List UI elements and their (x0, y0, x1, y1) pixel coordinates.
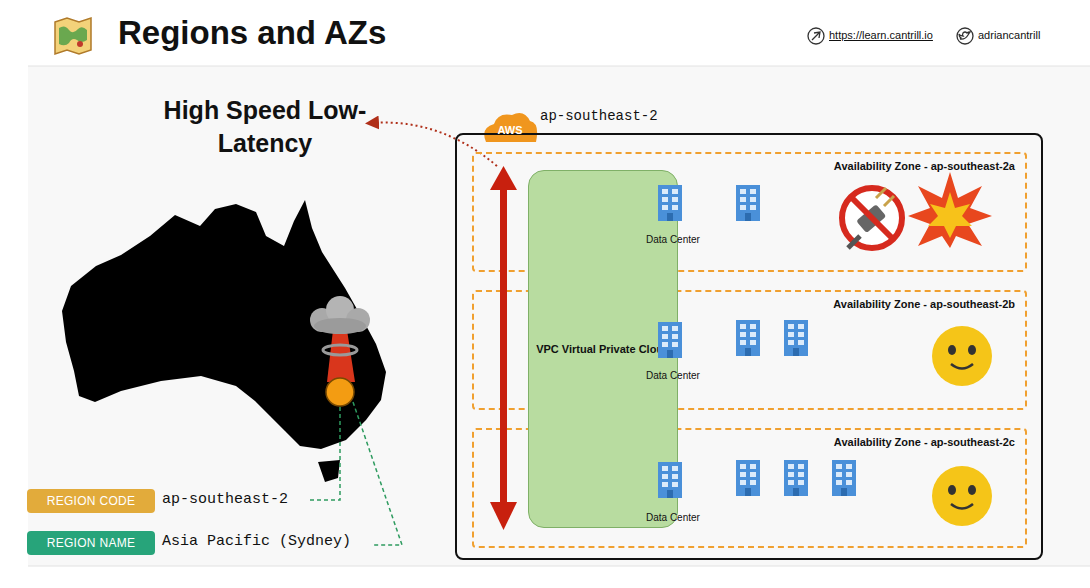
slide-title: Regions and AZs (118, 14, 386, 52)
pill-label: REGION NAME (47, 536, 136, 550)
data-center-label: Data Center (646, 512, 700, 523)
latency-arrow (490, 166, 517, 530)
map-icon (55, 18, 91, 54)
aws-badge-text: AWS (487, 124, 533, 136)
region-dot (326, 378, 354, 406)
callout-arrow (372, 123, 497, 166)
eruption-icon (310, 296, 370, 382)
happy-face (932, 326, 992, 386)
australia-map (62, 200, 386, 482)
region-name-pill: REGION NAME (27, 531, 155, 555)
leader-line (308, 407, 340, 500)
az-label: Availability Zone - ap-southeast-2a (834, 160, 1015, 172)
az-label: Availability Zone - ap-southeast-2b (833, 298, 1015, 310)
aws-badge (484, 113, 537, 142)
twitter-icon (957, 28, 973, 44)
footer-rule (28, 566, 1090, 567)
region-name-value: Asia Pacific (Sydney) (162, 533, 351, 550)
header-rule (28, 66, 1090, 67)
region-code-pill: REGION CODE (27, 489, 155, 513)
pill-label: REGION CODE (47, 494, 136, 508)
region-label: ap-southeast-2 (540, 108, 658, 124)
power-failure-icon (842, 188, 902, 248)
course-link: https://learn.cantrill.io (829, 29, 933, 41)
header-band (0, 0, 1090, 66)
data-center-label: Data Center (646, 370, 700, 381)
author-handle: adriancantrill (978, 29, 1040, 41)
region-code-value: ap-southeast-2 (162, 491, 288, 508)
data-center-icons (658, 185, 856, 498)
az-label: Availability Zone - ap-southeast-2c (834, 436, 1015, 448)
callout-text: High Speed Low-Latency (158, 94, 372, 160)
data-center-label: Data Center (646, 234, 700, 245)
region-box: ap-southeast-2Availability Zone - ap-sou… (455, 133, 1043, 560)
vpc-box: VPC Virtual Private Cloud (528, 170, 678, 528)
happy-face (932, 466, 992, 526)
vpc-label: VPC Virtual Private Cloud (530, 342, 676, 356)
explosion-icon (908, 172, 992, 248)
leader-line (353, 402, 402, 545)
body-ground (28, 66, 1090, 566)
link-icon (808, 28, 824, 44)
